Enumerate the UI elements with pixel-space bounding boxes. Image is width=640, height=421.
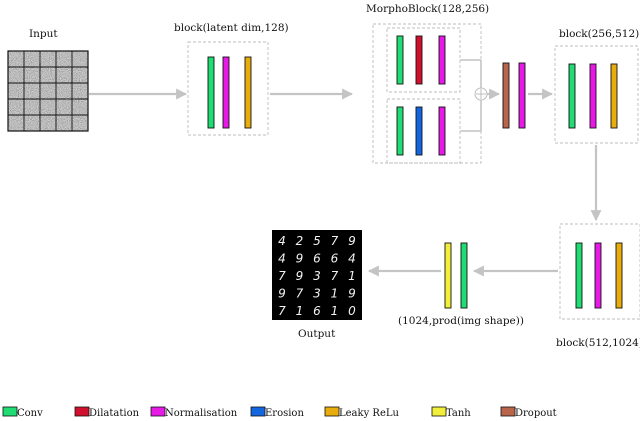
legend-swatch <box>2 406 18 417</box>
legend-label: Dilatation <box>89 408 140 419</box>
output-digit: 6 <box>331 252 339 266</box>
morpho-top-conv-layer <box>396 35 404 85</box>
input-label: Input <box>29 28 58 40</box>
legend-swatch <box>150 406 166 417</box>
morpho-top-normalisation-layer <box>438 35 446 85</box>
output-digit: 7 <box>331 234 339 248</box>
morpho-erosion-layer <box>415 106 423 156</box>
legend-swatch <box>250 406 266 417</box>
output-digit: 3 <box>313 287 321 301</box>
legend-label: Dropout <box>515 408 557 419</box>
block2-normalisation-layer <box>589 63 597 129</box>
block3-box <box>559 223 640 320</box>
block2-label: block(256,512) <box>559 28 639 40</box>
block1-leaky-relu-layer <box>244 56 252 129</box>
legend-label: Conv <box>17 408 43 419</box>
post-morpho-normalisation-layer <box>518 62 526 129</box>
legend-label: Normalisation <box>165 408 238 419</box>
morpho-outer-box <box>372 23 482 164</box>
block2-conv-layer <box>568 63 576 129</box>
morpho-dilatation-layer <box>415 35 423 85</box>
output-digit: 9 <box>348 287 356 301</box>
block3-leaky-relu-layer <box>615 242 623 309</box>
legend-swatch <box>74 406 90 417</box>
legend-swatch <box>324 406 340 417</box>
output-digit: 6 <box>313 252 321 266</box>
output-digit: 1 <box>331 304 339 318</box>
output-digit: 7 <box>331 269 339 283</box>
final-conv-layer <box>460 242 468 309</box>
legend-label: Leaky ReLu <box>339 408 399 419</box>
output-digit: 9 <box>278 287 286 301</box>
output-digit: 4 <box>278 252 286 266</box>
output-digit: 2 <box>296 234 304 248</box>
final-tanh-layer <box>444 242 452 309</box>
legend-label: Erosion <box>265 408 304 419</box>
dropout-layer <box>502 62 510 129</box>
final-label: (1024,prod(img shape)) <box>398 315 524 327</box>
output-digit: 4 <box>278 234 286 248</box>
block1-conv-layer <box>207 56 215 129</box>
output-digit: 1 <box>331 287 339 301</box>
block3-label: block(512,1024) <box>556 337 640 349</box>
output-digit: 5 <box>313 234 321 248</box>
legend-swatch <box>431 406 447 417</box>
morpho-bottom-normalisation-layer <box>438 106 446 156</box>
output-digit: 9 <box>296 252 304 266</box>
output-digit: 7 <box>278 304 286 318</box>
legend: Conv Dilatation Normalisation Erosion Leaky … <box>2 406 557 419</box>
output-digit: 0 <box>348 304 356 318</box>
block2-leaky-relu-layer <box>610 63 618 129</box>
output-digit: 7 <box>278 269 286 283</box>
block3-conv-layer <box>575 242 583 309</box>
output-digit: 7 <box>296 287 304 301</box>
block3-normalisation-layer <box>594 242 602 309</box>
legend-swatch <box>500 406 516 417</box>
output-digit: 1 <box>296 304 304 318</box>
output-digit: 3 <box>313 269 321 283</box>
morpho-bottom-conv-layer <box>396 106 404 156</box>
input-noise-grid <box>7 50 89 132</box>
output-digit: 4 <box>348 252 356 266</box>
circle-plus-icon <box>474 87 488 101</box>
morpho-label: MorphoBlock(128,256) <box>366 3 489 15</box>
output-label: Output <box>298 328 336 340</box>
legend-label: Tanh <box>446 408 471 419</box>
output-digit: 9 <box>296 269 304 283</box>
block1-box <box>187 41 269 136</box>
block1-normalisation-layer <box>222 56 230 129</box>
output-digit: 1 <box>348 269 356 283</box>
output-digit: 6 <box>313 304 321 318</box>
block1-label: block(latent dim,128) <box>174 22 289 34</box>
output-digit: 9 <box>348 234 356 248</box>
block2-box <box>554 45 639 144</box>
